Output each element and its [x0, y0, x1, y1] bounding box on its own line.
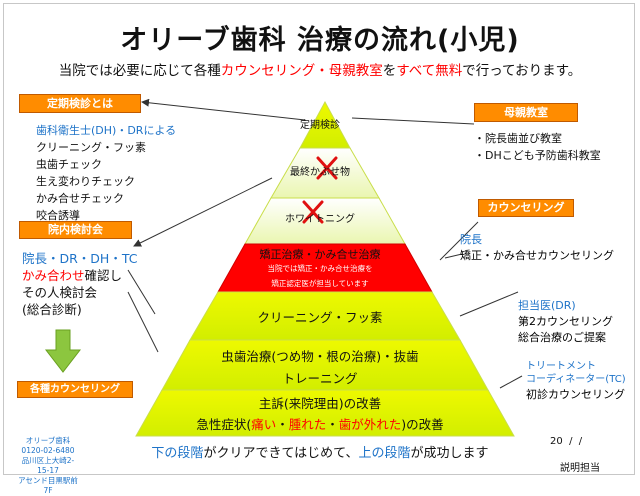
- review-diagnosis: (総合診断): [22, 302, 82, 317]
- review-check: かみ合わせ確認し: [22, 268, 123, 283]
- page-title: オリーブ歯科 治療の流れ(小児): [120, 25, 520, 56]
- cross-mark-icon: [316, 156, 338, 180]
- list-item: 歯科衛生士(DH)・DRによる: [36, 124, 177, 137]
- tier-6-line-2: トレーニング: [282, 371, 358, 386]
- director-title: 院長: [460, 233, 482, 246]
- connector-arrows: [127, 98, 523, 389]
- doctor-item: 第2カウンセリング: [518, 315, 613, 328]
- tc-desc: 初診カウンセリング: [526, 388, 625, 401]
- tier-4-note-2: 矯正認定医が担当しています: [271, 279, 369, 288]
- doctor-item: 総合治療のご提案: [518, 331, 606, 344]
- slide-frame: [3, 3, 635, 475]
- clinic-phone: 0120-02-6480: [21, 446, 75, 455]
- tier-1-label: 定期検診: [300, 120, 340, 131]
- doctor-block: 担当医(DR) 第2カウンセリング 総合治療のご提案: [518, 298, 613, 346]
- list-item: 生え変わりチェック: [36, 175, 135, 188]
- review-block: 院長・DR・DH・TC かみ合わせ確認し その人検討会 (総合診断): [22, 250, 137, 318]
- review-meeting: その人検討会: [22, 285, 98, 300]
- director-block: 院長 矯正・かみ合せカウンセリング: [460, 232, 614, 264]
- tier-4-title: 矯正治療・かみ合せ治療: [259, 248, 381, 261]
- tier-4-note-1: 当院では矯正・かみ合せ治療を: [267, 264, 373, 273]
- tier-2-label: 最終かぶせ物: [290, 167, 350, 178]
- pyramid-diagram: [44, 98, 523, 437]
- counseling-header-right: カウンセリング: [478, 199, 574, 217]
- counseling-header-left: 各種カウンセリング: [17, 381, 133, 398]
- list-item: 虫歯チェック: [36, 158, 102, 171]
- list-item: ・院長歯並び教室: [474, 132, 562, 145]
- tc-title-2: コーディネーター(TC): [526, 374, 626, 385]
- tier-5-label: クリーニング・フッ素: [257, 310, 383, 325]
- cross-mark-icon: [302, 200, 324, 224]
- list-item: クリーニング・フッ素: [36, 141, 146, 154]
- director-desc: 矯正・かみ合せカウンセリング: [460, 249, 614, 262]
- tier-3-label: ホワイトニング: [285, 214, 355, 225]
- list-item: かみ合せチェック: [36, 192, 124, 205]
- footer-message: 下の段階がクリアできてはじめて、上の段階が成功します: [151, 446, 489, 461]
- tc-title-1: トリートメント: [526, 361, 596, 372]
- down-arrow-icon: [44, 329, 82, 373]
- clinic-address-2: アセンド目黒駅前7F: [18, 476, 78, 495]
- review-header: 院内検討会: [19, 221, 132, 239]
- mother-class-list: ・院長歯並び教室 ・DHこども予防歯科教室: [474, 130, 601, 164]
- date-field: 20 / /: [550, 436, 583, 447]
- review-members: 院長・DR・DH・TC: [22, 251, 138, 266]
- checkup-list: 歯科衛生士(DH)・DRによる クリーニング・フッ素 虫歯チェック 生え変わりチ…: [36, 122, 176, 224]
- page-subtitle: 当院では必要に応じて各種カウンセリング・母親教室をすべて無料で行っております。: [58, 63, 582, 79]
- mother-class-header: 母親教室: [474, 103, 578, 122]
- list-item: 咬合誘導: [36, 209, 80, 222]
- tier-7-line-1: 主訴(来院理由)の改善: [258, 396, 382, 411]
- tier-7-line-2: 急性症状(痛い・腫れた・歯が外れた)の改善: [196, 417, 444, 432]
- doctor-title: 担当医(DR): [518, 299, 576, 312]
- list-item: ・DHこども予防歯科教室: [474, 149, 601, 162]
- staff-label: 説明担当: [560, 463, 600, 474]
- clinic-name: オリーブ歯科: [25, 436, 71, 445]
- checkup-header: 定期検診とは: [19, 94, 141, 113]
- pyramid-tier-7: [135, 389, 515, 437]
- tc-block: トリートメント コーディネーター(TC) 初診カウンセリング: [526, 360, 626, 401]
- tier-6-line-1: 虫歯治療(つめ物・根の治療)・抜歯: [221, 349, 419, 364]
- clinic-address-1: 品川区上大崎2-15-17: [21, 456, 75, 475]
